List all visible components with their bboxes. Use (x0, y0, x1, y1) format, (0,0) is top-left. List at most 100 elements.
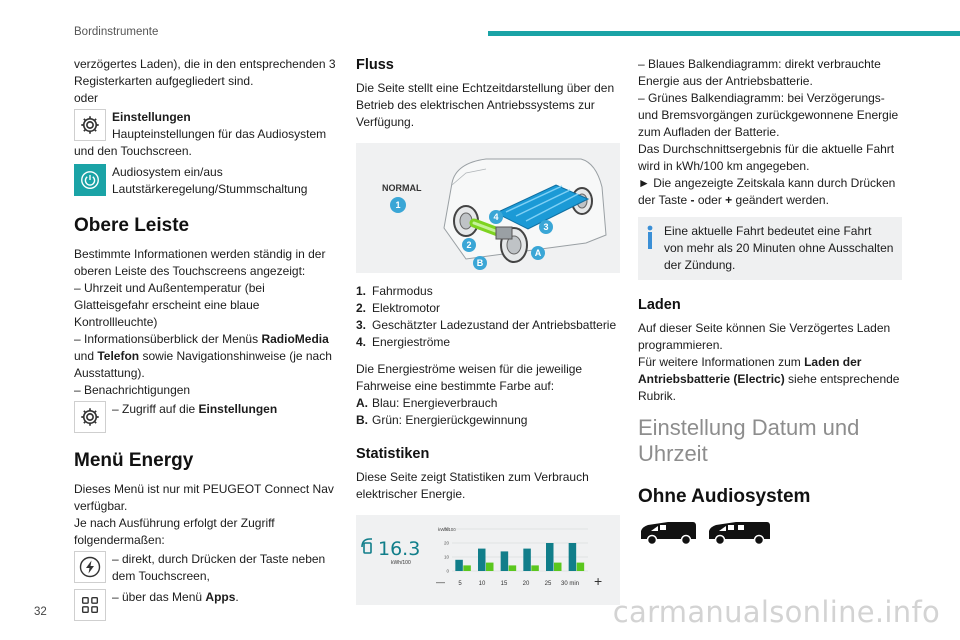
upper-bar-item3: – Benachrichtigungen (74, 383, 191, 397)
access-direct-row: – direkt, durch Drücken der Taste neben … (74, 551, 336, 585)
consumption-bar (478, 548, 486, 571)
x-tick-label: 5 (458, 581, 462, 587)
consumption-unit: kWh/100 (391, 560, 411, 566)
fluss-heading: Fluss (356, 57, 394, 73)
scale-desc: ► Die angezeigte Zeitskala kann durch Dr… (638, 176, 896, 207)
x-tick-label: 15 (501, 581, 508, 587)
laden-p1: Auf dieser Seite können Sie Verzögertes … (638, 321, 891, 352)
x-tick-label: 10 (479, 581, 486, 587)
watermark: carmanualsonline.info (612, 595, 940, 629)
no-audio-heading: Ohne Audiosystem (638, 486, 811, 507)
access-apps: – über das Menü Apps. (112, 590, 239, 604)
legend-item: 2.Elektromotor (356, 301, 441, 315)
vehicle-icons (638, 519, 902, 547)
legend-item: 3.Geschätzter Ladezustand der Antriebsba… (356, 318, 617, 332)
energy-bolt-icon (74, 551, 106, 583)
color-legend: A.Blau: Energieverbrauch B.Grün: Energie… (356, 395, 620, 429)
apps-grid-icon (74, 589, 106, 621)
recovery-bar (486, 562, 494, 571)
oder-text: oder (74, 91, 99, 105)
marker-1: 1 (395, 200, 400, 210)
recovery-bar (531, 565, 539, 571)
marker-4: 4 (493, 212, 498, 222)
green-bar-desc: – Grünes Balkendiagramm: bei Verzögerung… (638, 91, 899, 139)
figure-mode-label: NORMAL (382, 183, 422, 193)
energy-flow-figure: NORMAL 1 2 3 4 A B (356, 143, 620, 273)
marker-2: 2 (466, 240, 471, 250)
x-tick-label: 20 (523, 581, 530, 587)
energy-p2: Je nach Ausführung erfolgt der Zugriff f… (74, 516, 275, 547)
recovery-bar (463, 565, 471, 571)
access-direct: – direkt, durch Drücken der Taste neben … (112, 552, 326, 583)
legend-item: 4.Energieströme (356, 335, 451, 349)
laden-heading: Laden (638, 297, 681, 313)
y-tick-label: 10 (444, 555, 450, 560)
consumption-bar (546, 543, 554, 571)
settings-row: Einstellungen Haupteinstellungen für das… (74, 109, 336, 160)
laden-p2: Für weitere Informationen zum Laden der … (638, 355, 900, 403)
fluss-text: Die Seite stellt eine Echtzeitdarstellun… (356, 81, 615, 129)
date-time-heading: Einstellung Datum und Uhrzeit (638, 415, 860, 466)
consumption-value: 16.3 (378, 538, 420, 560)
color-intro: Die Energieströme weisen für die jeweili… (356, 362, 583, 393)
consumption-bar (500, 551, 509, 571)
power-icon (74, 164, 106, 196)
consumption-bar (455, 559, 463, 571)
consumption-gauge-icon (361, 538, 372, 554)
upper-bar-item2: – Informationsüberblick der Menüs RadioM… (74, 332, 332, 380)
audio-line1: Audiosystem ein/aus (112, 165, 223, 179)
x-tick-label: 25 (545, 581, 552, 587)
y-tick-label: 30 (444, 527, 450, 532)
zoom-minus-button[interactable]: — (436, 577, 445, 587)
y-tick-label: 0 (446, 569, 449, 574)
consumption-bar (568, 543, 577, 571)
marker-A: A (535, 248, 542, 258)
recovery-bar (554, 562, 562, 571)
column-right: – Blaues Balkendiagramm: direkt verbrauc… (638, 56, 902, 547)
energy-heading: Menü Energy (74, 450, 194, 471)
electric-motor (495, 226, 513, 240)
zoom-plus-button[interactable]: + (594, 573, 602, 589)
marker-3: 3 (543, 222, 548, 232)
consumption-bar (523, 548, 531, 571)
blue-bar-desc: – Blaues Balkendiagramm: direkt verbrauc… (638, 57, 881, 88)
battery-pack (494, 184, 590, 230)
avg-desc: Das Durchschnittsergebnis für die aktuel… (638, 142, 895, 173)
recovery-bar (576, 562, 585, 571)
column-middle: Fluss Die Seite stellt eine Echtzeitdars… (356, 56, 620, 605)
column-left: verzögertes Laden), die in den entsprech… (74, 56, 336, 625)
settings-desc: Haupteinstellungen für das Audiosystem u… (74, 127, 327, 158)
y-tick-label: 20 (444, 541, 450, 546)
stats-heading: Statistiken (356, 446, 430, 462)
stats-chart: 30 20 10 0 5 10 15 20 25 30 min (444, 527, 588, 587)
page-header-title: Bordinstrumente (74, 26, 159, 38)
access-apps-row: – über das Menü Apps. (74, 589, 336, 621)
page-number: 32 (34, 606, 47, 618)
audio-row: Audiosystem ein/aus Lautstärkeregelung/S… (74, 164, 336, 198)
stats-text: Diese Seite zeigt Statistiken zum Verbra… (356, 470, 589, 501)
statistics-screen: 16.3 kWh/100 kWh/100 30 20 10 0 5 10 15 20 25 30 … (356, 515, 620, 605)
upper-bar-heading: Obere Leiste (74, 215, 190, 236)
van-short-icon (641, 522, 696, 546)
audio-line2: Lautstärkeregelung/Stummschaltung (112, 182, 308, 196)
gear-icon (74, 401, 106, 433)
upper-bar-intro: Bestimmte Informationen werden ständig i… (74, 247, 326, 278)
color-item-b: B.Grün: Energierückgewinnung (356, 413, 528, 427)
header-accent-bar (488, 31, 960, 36)
x-tick-label: 30 min (561, 581, 579, 587)
chart-unit-label: kWh/100 (438, 527, 456, 532)
recovery-bar (508, 565, 517, 571)
settings-title: Einstellungen (112, 110, 191, 124)
legend-item: 1.Fahrmodus (356, 284, 433, 298)
marker-B: B (477, 258, 484, 268)
energy-p1: Dieses Menü ist nur mit PEUGEOT Connect … (74, 482, 334, 513)
front-wheel (453, 205, 479, 237)
upper-bar-item1: – Uhrzeit und Außentemperatur (bei Glatt… (74, 281, 265, 329)
info-text: Eine aktuelle Fahrt bedeutet eine Fahrt … (664, 224, 894, 272)
info-icon (646, 225, 654, 254)
figure-legend: 1.Fahrmodus 2.Elektromotor 3.Geschätzter… (356, 283, 620, 351)
settings-access-row: – Zugriff auf die Einstellungen (74, 401, 336, 433)
gear-icon (74, 109, 106, 141)
info-box: Eine aktuelle Fahrt bedeutet eine Fahrt … (638, 217, 902, 280)
upper-bar-item4: – Zugriff auf die Einstellungen (112, 402, 278, 416)
